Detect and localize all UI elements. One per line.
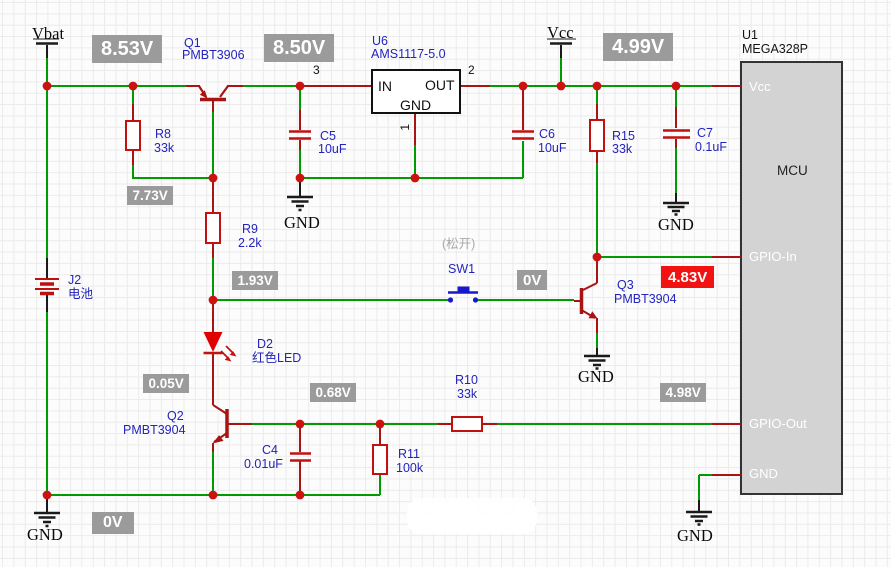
led-d2-symbol[interactable] [203, 332, 237, 362]
voltage-badge-bat-rail[interactable]: 8.53V [92, 35, 163, 63]
q2-part-label[interactable]: PMBT3904 [123, 423, 186, 437]
gnd-label-c7[interactable]: GND [658, 215, 694, 234]
q3-ref-label[interactable]: Q3 [617, 278, 634, 292]
gnd-label-left[interactable]: GND [27, 525, 63, 544]
u1-pin-gnd-label: GND [749, 466, 778, 481]
q1-ref-label[interactable]: Q1 [184, 36, 201, 50]
regulator-u6-symbol[interactable] [371, 69, 461, 114]
voltage-badge-gpio-out[interactable]: 4.98V [660, 383, 707, 402]
u6-pin-out-label: OUT [425, 77, 455, 93]
resistor-r11 [372, 444, 388, 475]
r10-value-label[interactable]: 33k [457, 387, 478, 401]
q3-part-label[interactable]: PMBT3904 [614, 292, 677, 306]
capacitor-plates[interactable] [289, 129, 690, 462]
voltage-badge-led-node[interactable]: 1.93V [232, 271, 279, 290]
j2-value-label[interactable]: 电池 [68, 287, 94, 301]
vbat-flag-label[interactable]: Vbat [32, 24, 65, 43]
gnd-symbols[interactable] [34, 195, 712, 528]
u1-ref-label[interactable]: U1 [742, 28, 758, 42]
c5-value-label[interactable]: 10uF [318, 142, 347, 156]
voltage-badge-sw-node[interactable]: 0V [517, 270, 548, 290]
resistor-r15 [589, 119, 605, 152]
c6-value-label[interactable]: 10uF [538, 141, 567, 155]
junction-dots [42, 81, 681, 500]
q1-part-label[interactable]: PMBT3906 [182, 48, 245, 62]
d2-value-label[interactable]: 红色LED [252, 351, 302, 365]
r8-value-label[interactable]: 33k [154, 141, 175, 155]
watermark-patch [407, 498, 537, 534]
power-flag-lines [46, 45, 700, 513]
transistor-symbols[interactable] [198, 85, 598, 444]
u1-pin-vcc-label: Vcc [749, 79, 771, 94]
sw1-state-label: (松开) [442, 237, 476, 251]
voltage-badge-gnd[interactable]: 0V [92, 512, 134, 534]
r15-ref-label[interactable]: R15 [612, 129, 635, 143]
d2-ref-label[interactable]: D2 [257, 337, 273, 351]
gnd-label-c5[interactable]: GND [284, 213, 320, 232]
resistor-r9 [205, 212, 221, 244]
switch-sw1-symbol[interactable] [447, 286, 479, 303]
u6-pin2-number: 2 [468, 63, 475, 77]
r11-ref-label[interactable]: R11 [398, 447, 421, 461]
component-leads [132, 85, 741, 492]
u6-pin1-number: 1 [398, 123, 413, 131]
j2-ref-label[interactable]: J2 [68, 273, 82, 287]
voltage-badge-led-low[interactable]: 0.05V [143, 374, 190, 393]
sw1-ref-label[interactable]: SW1 [448, 262, 476, 276]
gnd-label-q3[interactable]: GND [578, 367, 614, 386]
r8-ref-label[interactable]: R8 [155, 127, 171, 141]
u1-name-label: MCU [777, 163, 808, 178]
power-flag-bars [33, 38, 576, 45]
u6-ref-label[interactable]: U6 [372, 34, 388, 48]
voltage-badge-q2-base[interactable]: 0.68V [310, 383, 357, 402]
gnd-label-mcu[interactable]: GND [677, 526, 713, 545]
r15-value-label[interactable]: 33k [612, 142, 633, 156]
mcu-u1-symbol[interactable] [740, 61, 843, 495]
u6-pin-gnd-label: GND [400, 97, 432, 113]
u1-part-label[interactable]: MEGA328P [742, 42, 809, 56]
c4-value-label[interactable]: 0.01uF [244, 457, 283, 471]
u6-part-label[interactable]: AMS1117-5.0 [371, 47, 446, 61]
c6-ref-label[interactable]: C6 [539, 127, 555, 141]
c7-value-label[interactable]: 0.1uF [695, 140, 727, 154]
wires[interactable] [46, 58, 712, 500]
r10-ref-label[interactable]: R10 [455, 373, 478, 387]
voltage-badge-reg-in[interactable]: 8.50V [264, 34, 335, 62]
c4-ref-label[interactable]: C4 [262, 443, 278, 457]
r11-value-label[interactable]: 100k [396, 461, 424, 475]
voltage-badge-vcc[interactable]: 4.99V [603, 33, 674, 61]
voltage-badge-gpio-in[interactable]: 4.83V [661, 266, 715, 288]
r9-ref-label[interactable]: R9 [242, 222, 258, 236]
u6-pin-in-label: IN [378, 78, 392, 94]
resistor-r8 [125, 120, 141, 151]
resistor-r10 [451, 416, 483, 432]
u1-pin-gpio-in-label: GPIO-In [749, 249, 797, 264]
u6-pin3-number: 3 [313, 63, 320, 77]
c7-ref-label[interactable]: C7 [697, 126, 713, 140]
resistor-bodies[interactable] [125, 119, 605, 475]
c5-ref-label[interactable]: C5 [320, 129, 336, 143]
r9-value-label[interactable]: 2.2k [238, 236, 262, 250]
battery-j2-symbol[interactable] [35, 278, 59, 296]
u1-pin-gpio-out-label: GPIO-Out [749, 416, 807, 431]
vcc-flag-label[interactable]: Vcc [547, 23, 574, 42]
voltage-badge-q1-base[interactable]: 7.73V [127, 186, 174, 205]
q2-ref-label[interactable]: Q2 [167, 409, 184, 423]
